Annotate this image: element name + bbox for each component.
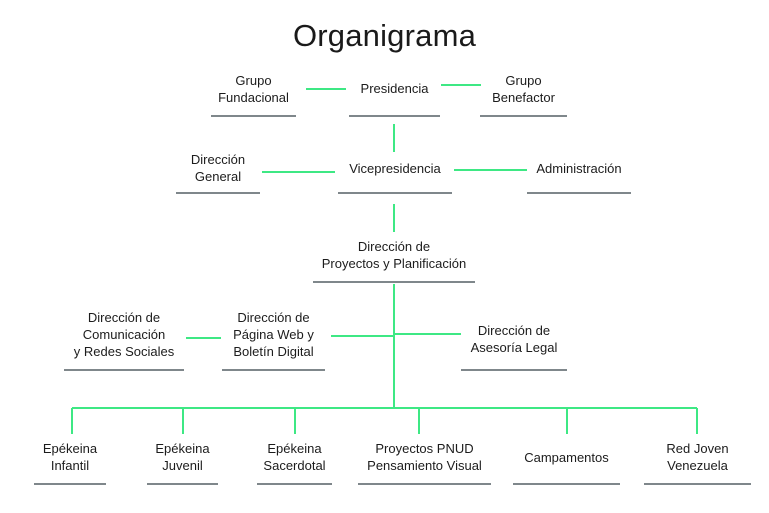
node-direccion-asesoria: Dirección de Asesoría Legal (461, 314, 567, 371)
node-direccion-pagina-web: Dirección de Página Web y Boletín Digita… (222, 305, 325, 371)
node-proyectos-pnud: Proyectos PNUD Pensamiento Visual (358, 437, 491, 485)
node-vicepresidencia: Vicepresidencia (338, 150, 452, 194)
node-grupo-fundacional: Grupo Fundacional (211, 68, 296, 117)
node-direccion-general: Dirección General (176, 150, 260, 194)
node-campamentos: Campamentos (513, 437, 620, 485)
node-administracion: Administración (527, 150, 631, 194)
node-red-joven: Red Joven Venezuela (644, 437, 751, 485)
node-direccion-proyectos: Dirección de Proyectos y Planificación (313, 234, 475, 283)
page-title: Organigrama (292, 18, 477, 53)
node-epekeina-juvenil: Epékeina Juvenil (147, 437, 218, 485)
node-direccion-comunicacion: Dirección de Comunicación y Redes Social… (64, 305, 184, 371)
node-grupo-benefactor: Grupo Benefactor (480, 68, 567, 117)
node-presidencia: Presidencia (349, 68, 440, 117)
node-epekeina-sacerdotal: Epékeina Sacerdotal (257, 437, 332, 485)
node-epekeina-infantil: Epékeina Infantil (34, 437, 106, 485)
